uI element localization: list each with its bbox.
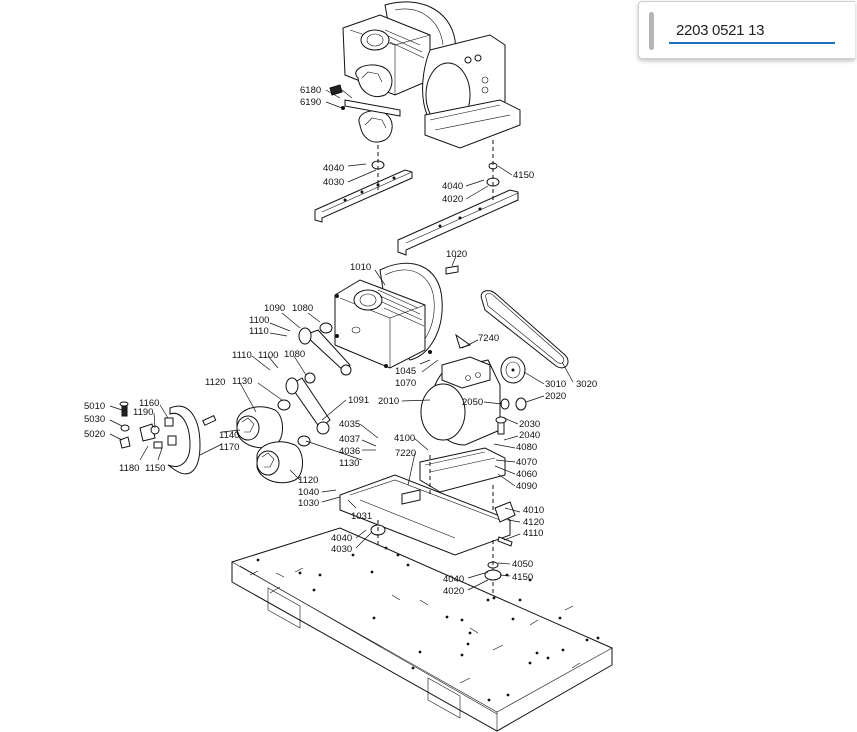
pipes [277,322,352,447]
callout-1170: 1170 [219,442,239,453]
callout-4040: 4040 [331,533,352,544]
callout-5010: 5010 [84,401,105,412]
callout-2050: 2050 [462,397,483,408]
callout-2020: 2020 [545,391,566,402]
callout-4040: 4040 [323,163,344,174]
callout-7220: 7220 [395,448,416,459]
part-number-input[interactable] [669,18,835,44]
callout-4010: 4010 [523,505,544,516]
callout-6190: 6190 [300,97,321,108]
callout-4120: 4120 [523,517,544,528]
hose-fittings [119,401,217,475]
belt-pulley [480,290,569,411]
callout-4040: 4040 [443,574,464,585]
motor-base-frame [339,447,516,556]
callout-7240: 7240 [478,333,499,344]
cylinder-heads [236,406,303,484]
callout-1110: 1110 [249,326,269,337]
callout-4030: 4030 [323,177,344,188]
compressor-element [334,262,443,369]
callout-4080: 4080 [516,442,537,453]
label-plate [445,265,459,275]
callout-2040: 2040 [519,430,540,441]
callout-1110: 1110 [232,350,252,361]
callout-1030: 1030 [298,498,319,509]
callout-2030: 2030 [519,419,540,430]
callout-5020: 5020 [84,429,105,440]
base-plate [231,527,613,732]
callout-4050: 4050 [512,559,533,570]
callout-1090: 1090 [264,303,285,314]
callout-1140: 1140 [219,430,239,441]
rail-bracket-left [314,145,413,223]
callout-1020: 1020 [446,249,467,260]
callout-4035: 4035 [339,419,360,430]
callout-4070: 4070 [516,457,537,468]
base-holes [256,546,600,702]
callout-4060: 4060 [516,469,537,480]
callout-1150: 1150 [145,463,165,474]
callout-1130: 1130 [339,458,359,469]
callout-4150: 4150 [513,170,534,181]
callout-1100: 1100 [258,350,278,361]
callout-1120: 1120 [298,475,318,486]
callout-1031: 1031 [351,511,372,522]
callout-4090: 4090 [516,481,537,492]
callout-1080: 1080 [284,349,305,360]
mount [484,569,502,581]
callout-1010: 1010 [350,262,371,273]
callout-3010: 3010 [545,379,566,390]
callout-1045: 1045 [395,366,416,377]
callout-1130: 1130 [232,376,252,387]
callout-4150: 4150 [512,572,533,583]
callout-4110: 4110 [523,528,543,539]
callout-4037: 4037 [339,434,360,445]
callout-1180: 1180 [119,463,139,474]
callout-4020: 4020 [443,586,464,597]
callout-1160: 1160 [139,398,159,409]
top-assembly [329,1,521,149]
rail-bracket-right [397,140,519,256]
callout-4036: 4036 [339,446,360,457]
callout-4030: 4030 [331,544,352,555]
callout-1091: 1091 [348,395,369,406]
callout-1040: 1040 [298,487,319,498]
callouts: 6180 6190 4040 4030 4150 4040 4020 1020 … [84,85,597,597]
callout-1100: 1100 [249,315,269,326]
leader-lines [109,89,574,591]
callout-6180: 6180 [300,85,321,96]
callout-4040: 4040 [442,181,463,192]
callout-1120: 1120 [205,377,225,388]
callout-4100: 4100 [394,433,415,444]
callout-4020: 4020 [442,194,463,205]
callout-1080: 1080 [292,303,313,314]
motor [420,333,510,446]
bolt [497,536,513,547]
callout-5030: 5030 [84,414,105,425]
callout-1070: 1070 [395,378,416,389]
callout-1190: 1190 [133,407,153,418]
callout-2010: 2010 [378,396,399,407]
drag-handle[interactable] [649,12,654,50]
callout-3020: 3020 [576,379,597,390]
part-number-search-card [638,1,855,59]
